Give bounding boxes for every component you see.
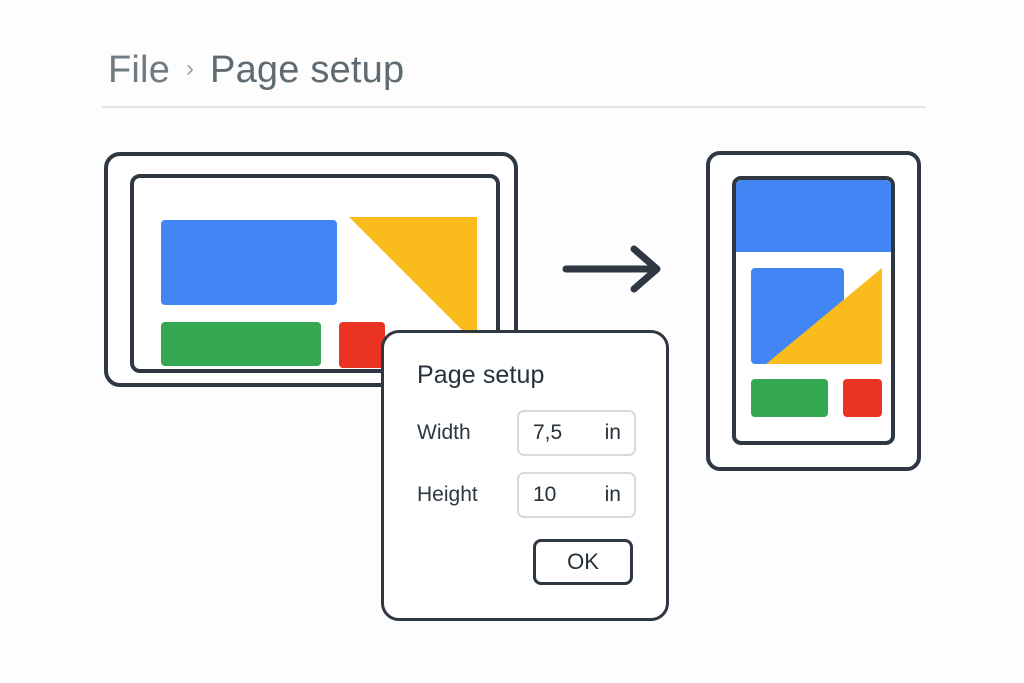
width-label: Width xyxy=(417,421,471,444)
portrait-red-block xyxy=(843,379,882,417)
transform-arrow-icon xyxy=(562,245,661,293)
width-input[interactable]: 7,5 in xyxy=(517,410,636,456)
landscape-page-preview xyxy=(104,152,518,387)
width-value: 7,5 xyxy=(533,421,563,444)
width-unit: in xyxy=(604,421,621,444)
height-field-row: Height 10 in xyxy=(417,472,636,518)
portrait-page-preview xyxy=(706,151,921,471)
height-input[interactable]: 10 in xyxy=(517,472,636,518)
breadcrumb: File › Page setup xyxy=(108,44,404,96)
portrait-green-block xyxy=(751,379,828,417)
height-unit: in xyxy=(604,483,621,506)
breadcrumb-item-page-setup[interactable]: Page setup xyxy=(210,48,405,91)
chevron-right-icon: › xyxy=(186,55,195,82)
breadcrumb-item-file[interactable]: File xyxy=(108,48,171,91)
page-setup-dialog: Page setup Width 7,5 in Height 10 in OK xyxy=(381,330,669,621)
height-label: Height xyxy=(417,483,478,506)
dialog-actions: OK xyxy=(417,539,636,585)
landscape-page-content-frame xyxy=(130,174,500,373)
width-field-row: Width 7,5 in xyxy=(417,410,636,456)
landscape-red-block xyxy=(339,322,385,368)
landscape-blue-block xyxy=(161,220,337,305)
portrait-mid-graphic xyxy=(751,268,882,364)
landscape-green-block xyxy=(161,322,321,366)
height-value: 10 xyxy=(533,483,557,506)
portrait-blue-header-bar xyxy=(736,180,891,252)
dialog-title: Page setup xyxy=(417,361,545,389)
header-divider xyxy=(102,106,926,108)
ok-button[interactable]: OK xyxy=(533,539,633,585)
portrait-page-content-frame xyxy=(732,176,895,445)
